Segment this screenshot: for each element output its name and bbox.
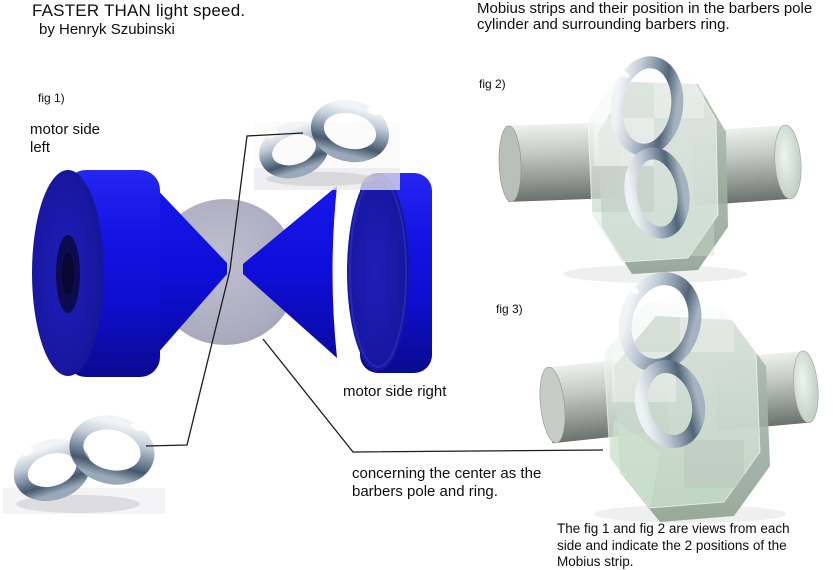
fig3-label: fig 3) — [496, 302, 523, 316]
mobius-strip-top — [254, 99, 400, 190]
fig3-illustration — [539, 272, 819, 523]
motor-side-left-label: motor side left — [30, 121, 101, 156]
left-motor-drum — [32, 170, 160, 377]
right-caption: Mobius strips and their position in the … — [477, 0, 813, 33]
connector-line-center-note — [262, 338, 604, 453]
fig2-illustration — [498, 0, 802, 283]
fig2-mobius-strip — [610, 56, 690, 239]
motor-side-right-label: motor side right — [343, 383, 447, 400]
fig1-label: fig 1) — [38, 91, 65, 105]
connector-line-mobius-strips — [145, 132, 304, 447]
author-byline: by Henryk Szubinski — [39, 21, 175, 38]
page-title: FASTER THAN light speed. — [32, 1, 246, 20]
left-cone — [150, 182, 227, 362]
right-motor-drum — [347, 173, 432, 373]
fig1-illustration — [3, 99, 604, 514]
right-cone — [243, 186, 337, 358]
fig3-mobius-strip — [618, 272, 706, 448]
mobius-strip-bottom — [3, 415, 165, 514]
footnote: The fig 1 and fig 2 are views from each … — [557, 521, 790, 569]
fig2-label: fig 2) — [479, 77, 506, 91]
fig2-barbers-ring — [587, 69, 728, 274]
center-note: concerning the center as the barbers pol… — [352, 465, 542, 500]
